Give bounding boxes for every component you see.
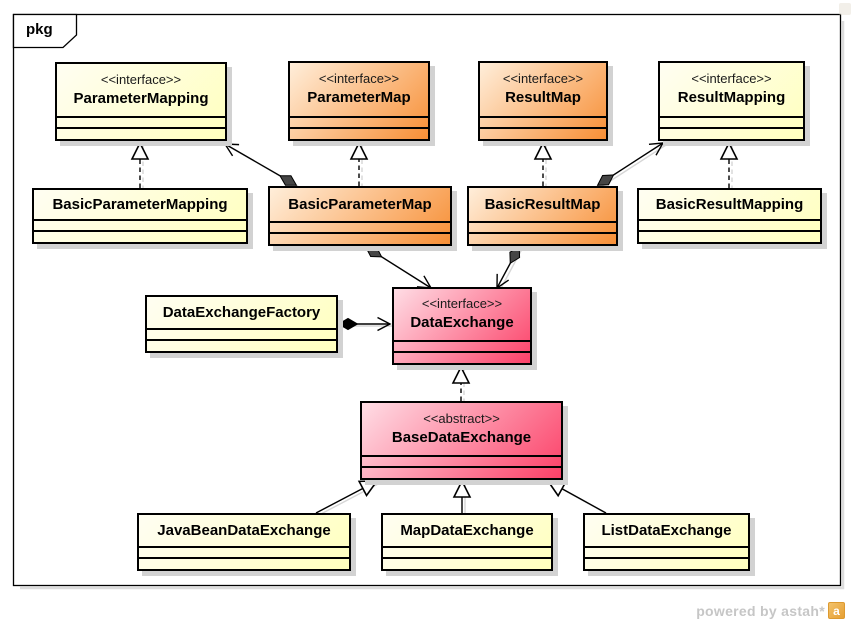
stereotype-label: <<interface>> (100, 71, 182, 87)
stereotype-label: <<interface>> (502, 71, 584, 87)
attributes-compartment (394, 340, 530, 351)
class-basic-result-mapping[interactable]: BasicResultMapping (637, 188, 822, 244)
operations-compartment (139, 557, 349, 569)
attributes-compartment (57, 116, 225, 127)
attributes-compartment (639, 219, 820, 230)
class-basic-parameter-mapping[interactable]: BasicParameterMapping (32, 188, 248, 244)
name-compartment: <<abstract>> BaseDataExchange (362, 403, 561, 455)
class-data-exchange[interactable]: <<interface>> DataExchange (392, 287, 532, 365)
operations-compartment (34, 230, 246, 242)
operations-compartment (362, 466, 561, 478)
watermark: powered by astah* a (696, 602, 845, 619)
class-name: BasicParameterMap (288, 195, 432, 213)
attributes-compartment (290, 116, 428, 127)
operations-compartment (480, 127, 606, 139)
stereotype-label: <<abstract>> (423, 410, 500, 426)
attributes-compartment (383, 546, 551, 557)
class-map-data-exchange[interactable]: MapDataExchange (381, 513, 553, 571)
attributes-compartment (270, 221, 450, 232)
class-name: ResultMapping (677, 89, 786, 107)
operations-compartment (660, 127, 803, 139)
stereotype-label: <<interface>> (691, 71, 772, 87)
attributes-compartment (147, 328, 336, 339)
class-name: BasicResultMap (484, 195, 601, 213)
class-name: ResultMap (505, 89, 581, 107)
class-name: ParameterMap (307, 89, 411, 107)
name-compartment: <<interface>> DataExchange (394, 289, 530, 340)
name-compartment: ListDataExchange (585, 515, 748, 546)
class-name: ListDataExchange (601, 521, 732, 539)
attributes-compartment (139, 546, 349, 557)
name-compartment: BasicResultMap (469, 188, 616, 221)
name-compartment: BasicParameterMapping (34, 190, 246, 219)
class-name: BaseDataExchange (391, 428, 532, 446)
name-compartment: <<interface>> ResultMapping (660, 63, 803, 116)
stereotype-label: <<interface>> (421, 296, 503, 312)
class-result-mapping[interactable]: <<interface>> ResultMapping (658, 61, 805, 141)
astah-logo-icon: a (828, 602, 845, 619)
class-name: DataExchangeFactory (162, 303, 321, 321)
class-parameter-mapping[interactable]: <<interface>> ParameterMapping (55, 62, 227, 141)
operations-compartment (394, 351, 530, 363)
operations-compartment (290, 127, 428, 139)
attributes-compartment (480, 116, 606, 127)
class-base-data-exchange[interactable]: <<abstract>> BaseDataExchange (360, 401, 563, 480)
package-tab-label: pkg (26, 21, 53, 38)
class-name: MapDataExchange (400, 521, 534, 539)
operations-compartment (469, 232, 616, 244)
operations-compartment (639, 230, 820, 242)
class-result-map[interactable]: <<interface>> ResultMap (478, 61, 608, 141)
attributes-compartment (34, 219, 246, 230)
class-name: ParameterMapping (73, 89, 209, 107)
attributes-compartment (585, 546, 748, 557)
name-compartment: JavaBeanDataExchange (139, 515, 349, 546)
operations-compartment (270, 232, 450, 244)
class-name: BasicResultMapping (655, 195, 804, 213)
name-compartment: MapDataExchange (383, 515, 551, 546)
class-basic-parameter-map[interactable]: BasicParameterMap (268, 186, 452, 246)
class-parameter-map[interactable]: <<interface>> ParameterMap (288, 61, 430, 141)
name-compartment: BasicResultMapping (639, 190, 820, 219)
attributes-compartment (469, 221, 616, 232)
class-name: DataExchange (410, 314, 514, 332)
operations-compartment (147, 339, 336, 351)
class-basic-result-map[interactable]: BasicResultMap (467, 186, 618, 246)
class-name: BasicParameterMapping (52, 195, 228, 213)
operations-compartment (383, 557, 551, 569)
corner-watermark-ghost (839, 3, 851, 15)
operations-compartment (585, 557, 748, 569)
attributes-compartment (362, 455, 561, 466)
class-name: JavaBeanDataExchange (157, 521, 331, 539)
watermark-text: powered by astah* (696, 602, 825, 619)
name-compartment: BasicParameterMap (270, 188, 450, 221)
name-compartment: DataExchangeFactory (147, 297, 336, 328)
stereotype-label: <<interface>> (318, 71, 400, 87)
name-compartment: <<interface>> ParameterMap (290, 63, 428, 116)
class-list-data-exchange[interactable]: ListDataExchange (583, 513, 750, 571)
class-data-exchange-factory[interactable]: DataExchangeFactory (145, 295, 338, 353)
class-java-bean-data-exchange[interactable]: JavaBeanDataExchange (137, 513, 351, 571)
attributes-compartment (660, 116, 803, 127)
name-compartment: <<interface>> ParameterMapping (57, 64, 225, 116)
name-compartment: <<interface>> ResultMap (480, 63, 606, 116)
operations-compartment (57, 127, 225, 139)
